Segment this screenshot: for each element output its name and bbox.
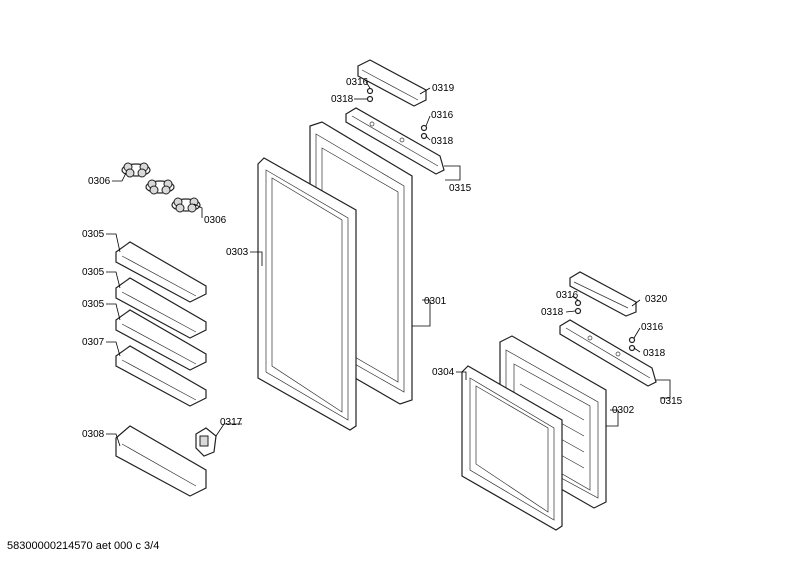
document-footer-id: 58300000214570 aet 000 c 3/4 [7, 540, 160, 552]
bracket-0317 [195, 427, 217, 457]
hinge-cover-0319 [357, 59, 427, 107]
label-0302: 0302 [612, 405, 635, 416]
label-0306-b: 0306 [204, 215, 227, 226]
label-0318-b: 0318 [431, 136, 454, 147]
door-gasket-0303 [257, 157, 357, 431]
label-0305-b: 0305 [82, 267, 105, 278]
label-0316-c: 0316 [556, 290, 579, 301]
label-0318-d: 0318 [643, 348, 666, 359]
label-0303: 0303 [226, 247, 249, 258]
label-0320: 0320 [645, 294, 668, 305]
part-labels: 0316 0318 0319 0316 0318 0315 0306 0306 … [82, 77, 683, 440]
screw-0316-mid-left [574, 299, 582, 315]
label-0315-a: 0315 [449, 183, 472, 194]
label-0301: 0301 [424, 296, 447, 307]
label-0304: 0304 [432, 367, 455, 378]
label-0316-a: 0316 [346, 77, 369, 88]
label-0315-b: 0315 [660, 396, 683, 407]
door-shelf-0305-a [115, 241, 207, 303]
label-0306-a: 0306 [88, 176, 111, 187]
label-0308: 0308 [82, 429, 105, 440]
screw-0316-top-left [366, 87, 374, 103]
screw-0316-mid-right [628, 336, 636, 352]
label-0318-c: 0318 [541, 307, 564, 318]
label-0307: 0307 [82, 337, 105, 348]
label-0317: 0317 [220, 417, 243, 428]
hinge-bracket-0315-bottom [559, 319, 657, 387]
hinge-cover-0320 [569, 271, 637, 317]
label-0318-a: 0318 [331, 94, 354, 105]
bottle-shelf-0308 [115, 425, 207, 497]
label-0316-d: 0316 [641, 322, 664, 333]
egg-tray-0306-b [145, 179, 175, 195]
screw-0316-top-right [420, 124, 428, 140]
label-0305-c: 0305 [82, 299, 105, 310]
door-shelf-0305-c [115, 309, 207, 371]
leader-lines [106, 81, 671, 447]
egg-tray-0306-a [121, 162, 151, 178]
hinge-bracket-0315-top [345, 107, 445, 175]
label-0316-b: 0316 [431, 110, 454, 121]
freezer-gasket-0304 [461, 365, 563, 531]
egg-tray-0306-c [171, 197, 201, 213]
label-0319: 0319 [432, 83, 455, 94]
door-shelf-0307 [115, 345, 207, 407]
door-shelf-0305-b [115, 277, 207, 339]
label-0305-a: 0305 [82, 229, 105, 240]
